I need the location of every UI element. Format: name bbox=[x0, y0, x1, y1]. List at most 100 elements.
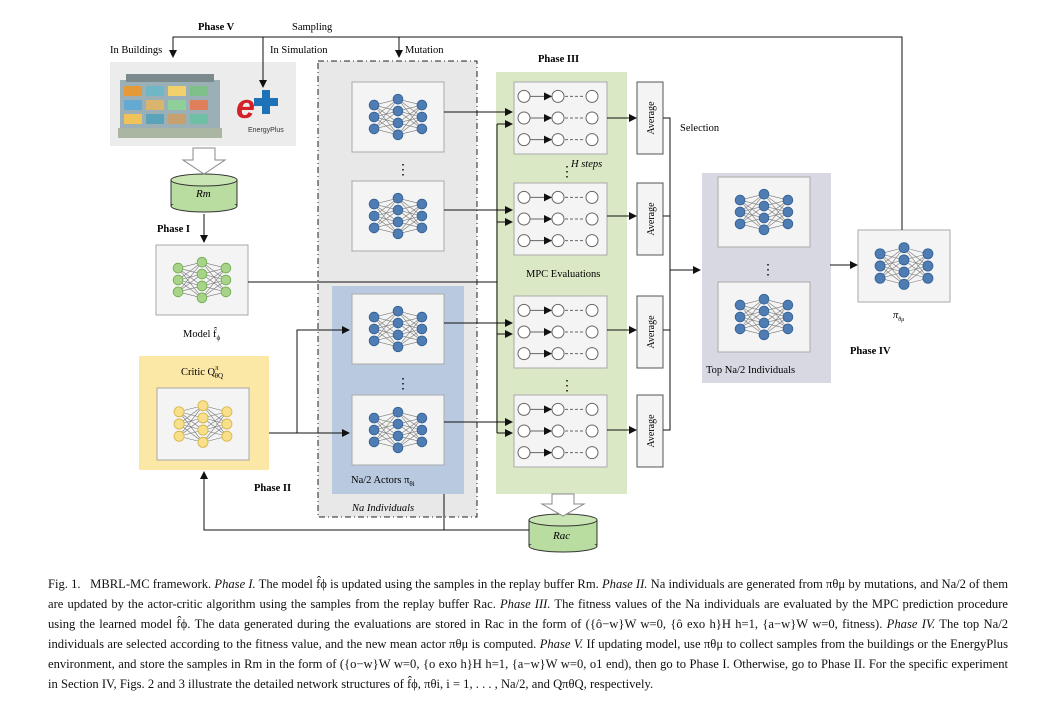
neuron bbox=[221, 406, 233, 418]
hollow-arrow-to-rac bbox=[540, 493, 586, 517]
state-node bbox=[551, 212, 565, 226]
state-node bbox=[585, 347, 599, 361]
state-node bbox=[551, 424, 565, 438]
state-node bbox=[551, 402, 565, 416]
average-box-4: Average bbox=[636, 394, 664, 468]
neuron bbox=[368, 335, 380, 347]
state-node bbox=[551, 347, 565, 361]
neuron bbox=[416, 436, 428, 448]
average-label: Average bbox=[646, 101, 657, 135]
state-node bbox=[585, 89, 599, 103]
state-node bbox=[517, 190, 531, 204]
state-node bbox=[551, 234, 565, 248]
neuron bbox=[368, 424, 380, 436]
average-box-3: Average bbox=[636, 295, 664, 369]
in-buildings-label: In Buildings bbox=[110, 45, 162, 56]
state-node bbox=[585, 133, 599, 147]
neuron bbox=[173, 406, 185, 418]
neuron bbox=[173, 430, 185, 442]
state-node bbox=[517, 89, 531, 103]
mutation-network-2 bbox=[351, 180, 445, 252]
caption-p5-head: Phase V. bbox=[539, 637, 584, 651]
svg-text:Rm: Rm bbox=[195, 188, 211, 200]
neuron bbox=[220, 286, 232, 298]
neuron bbox=[758, 329, 770, 341]
neuron bbox=[368, 111, 380, 123]
top-network-1 bbox=[717, 176, 811, 248]
selection-label: Selection bbox=[680, 123, 720, 134]
neuron bbox=[392, 204, 404, 216]
replay-buffer-rm: Rm bbox=[170, 173, 238, 213]
svg-text:EnergyPlus: EnergyPlus bbox=[248, 127, 284, 134]
state-node bbox=[585, 446, 599, 460]
neuron bbox=[368, 311, 380, 323]
framework-diagram: e EnergyPlus Rm Rac AverageAverageAverag… bbox=[110, 22, 951, 553]
mutation-label: Mutation bbox=[405, 45, 444, 56]
mpc-box-1 bbox=[513, 81, 608, 155]
neuron bbox=[392, 305, 404, 317]
phase-iv-label: Phase IV bbox=[850, 346, 891, 357]
neuron bbox=[922, 260, 934, 272]
state-node bbox=[551, 133, 565, 147]
neuron bbox=[898, 278, 910, 290]
neuron bbox=[392, 406, 404, 418]
state-node bbox=[517, 347, 531, 361]
neuron bbox=[782, 323, 794, 335]
neuron bbox=[172, 274, 184, 286]
neuron bbox=[392, 192, 404, 204]
building-image bbox=[110, 62, 296, 146]
neuron bbox=[368, 198, 380, 210]
neuron bbox=[922, 272, 934, 284]
neuron bbox=[197, 412, 209, 424]
neuron bbox=[758, 224, 770, 236]
neuron bbox=[172, 286, 184, 298]
average-label: Average bbox=[646, 202, 657, 236]
svg-text:Rac: Rac bbox=[552, 530, 570, 542]
neuron bbox=[221, 430, 233, 442]
neuron bbox=[416, 424, 428, 436]
state-node bbox=[585, 325, 599, 339]
average-box-1: Average bbox=[636, 81, 664, 155]
phase-ii-label: Phase II bbox=[254, 483, 291, 494]
neuron bbox=[392, 105, 404, 117]
state-node bbox=[517, 303, 531, 317]
neuron bbox=[758, 293, 770, 305]
neuron bbox=[734, 299, 746, 311]
neuron bbox=[368, 210, 380, 222]
caption-p3-head: Phase III. bbox=[499, 597, 551, 611]
neuron bbox=[392, 329, 404, 341]
neuron bbox=[416, 222, 428, 234]
neuron bbox=[368, 436, 380, 448]
neuron bbox=[416, 412, 428, 424]
neuron bbox=[758, 212, 770, 224]
caption-p3: The fitness values of the Na individuals… bbox=[48, 597, 1009, 631]
connectors bbox=[169, 36, 903, 531]
neuron bbox=[392, 117, 404, 129]
state-node bbox=[517, 325, 531, 339]
sampling-label: Sampling bbox=[292, 22, 333, 33]
average-label: Average bbox=[646, 315, 657, 349]
neuron bbox=[782, 311, 794, 323]
vdots-mpc-2: ⋮ bbox=[560, 379, 574, 394]
vdots-actors: ⋮ bbox=[396, 377, 410, 392]
neuron bbox=[758, 188, 770, 200]
neuron bbox=[758, 200, 770, 212]
actor-network-1 bbox=[351, 293, 445, 365]
neuron bbox=[416, 323, 428, 335]
actors-label: Na/2 Actors πθi bbox=[351, 475, 415, 488]
neuron bbox=[368, 99, 380, 111]
mean-actor-network bbox=[857, 229, 951, 303]
mutation-network-1 bbox=[351, 81, 445, 153]
neuron bbox=[416, 311, 428, 323]
neuron bbox=[197, 424, 209, 436]
phase-v-label: Phase V bbox=[198, 22, 235, 33]
vdots-mpc-1: ⋮ bbox=[560, 165, 574, 180]
actor-network-2 bbox=[351, 394, 445, 466]
critic-network bbox=[156, 387, 250, 461]
state-node bbox=[551, 89, 565, 103]
hollow-arrow-to-rm bbox=[181, 147, 227, 175]
h-steps-label: H steps bbox=[570, 159, 602, 170]
state-node bbox=[585, 111, 599, 125]
mpc-box-4 bbox=[513, 394, 608, 468]
